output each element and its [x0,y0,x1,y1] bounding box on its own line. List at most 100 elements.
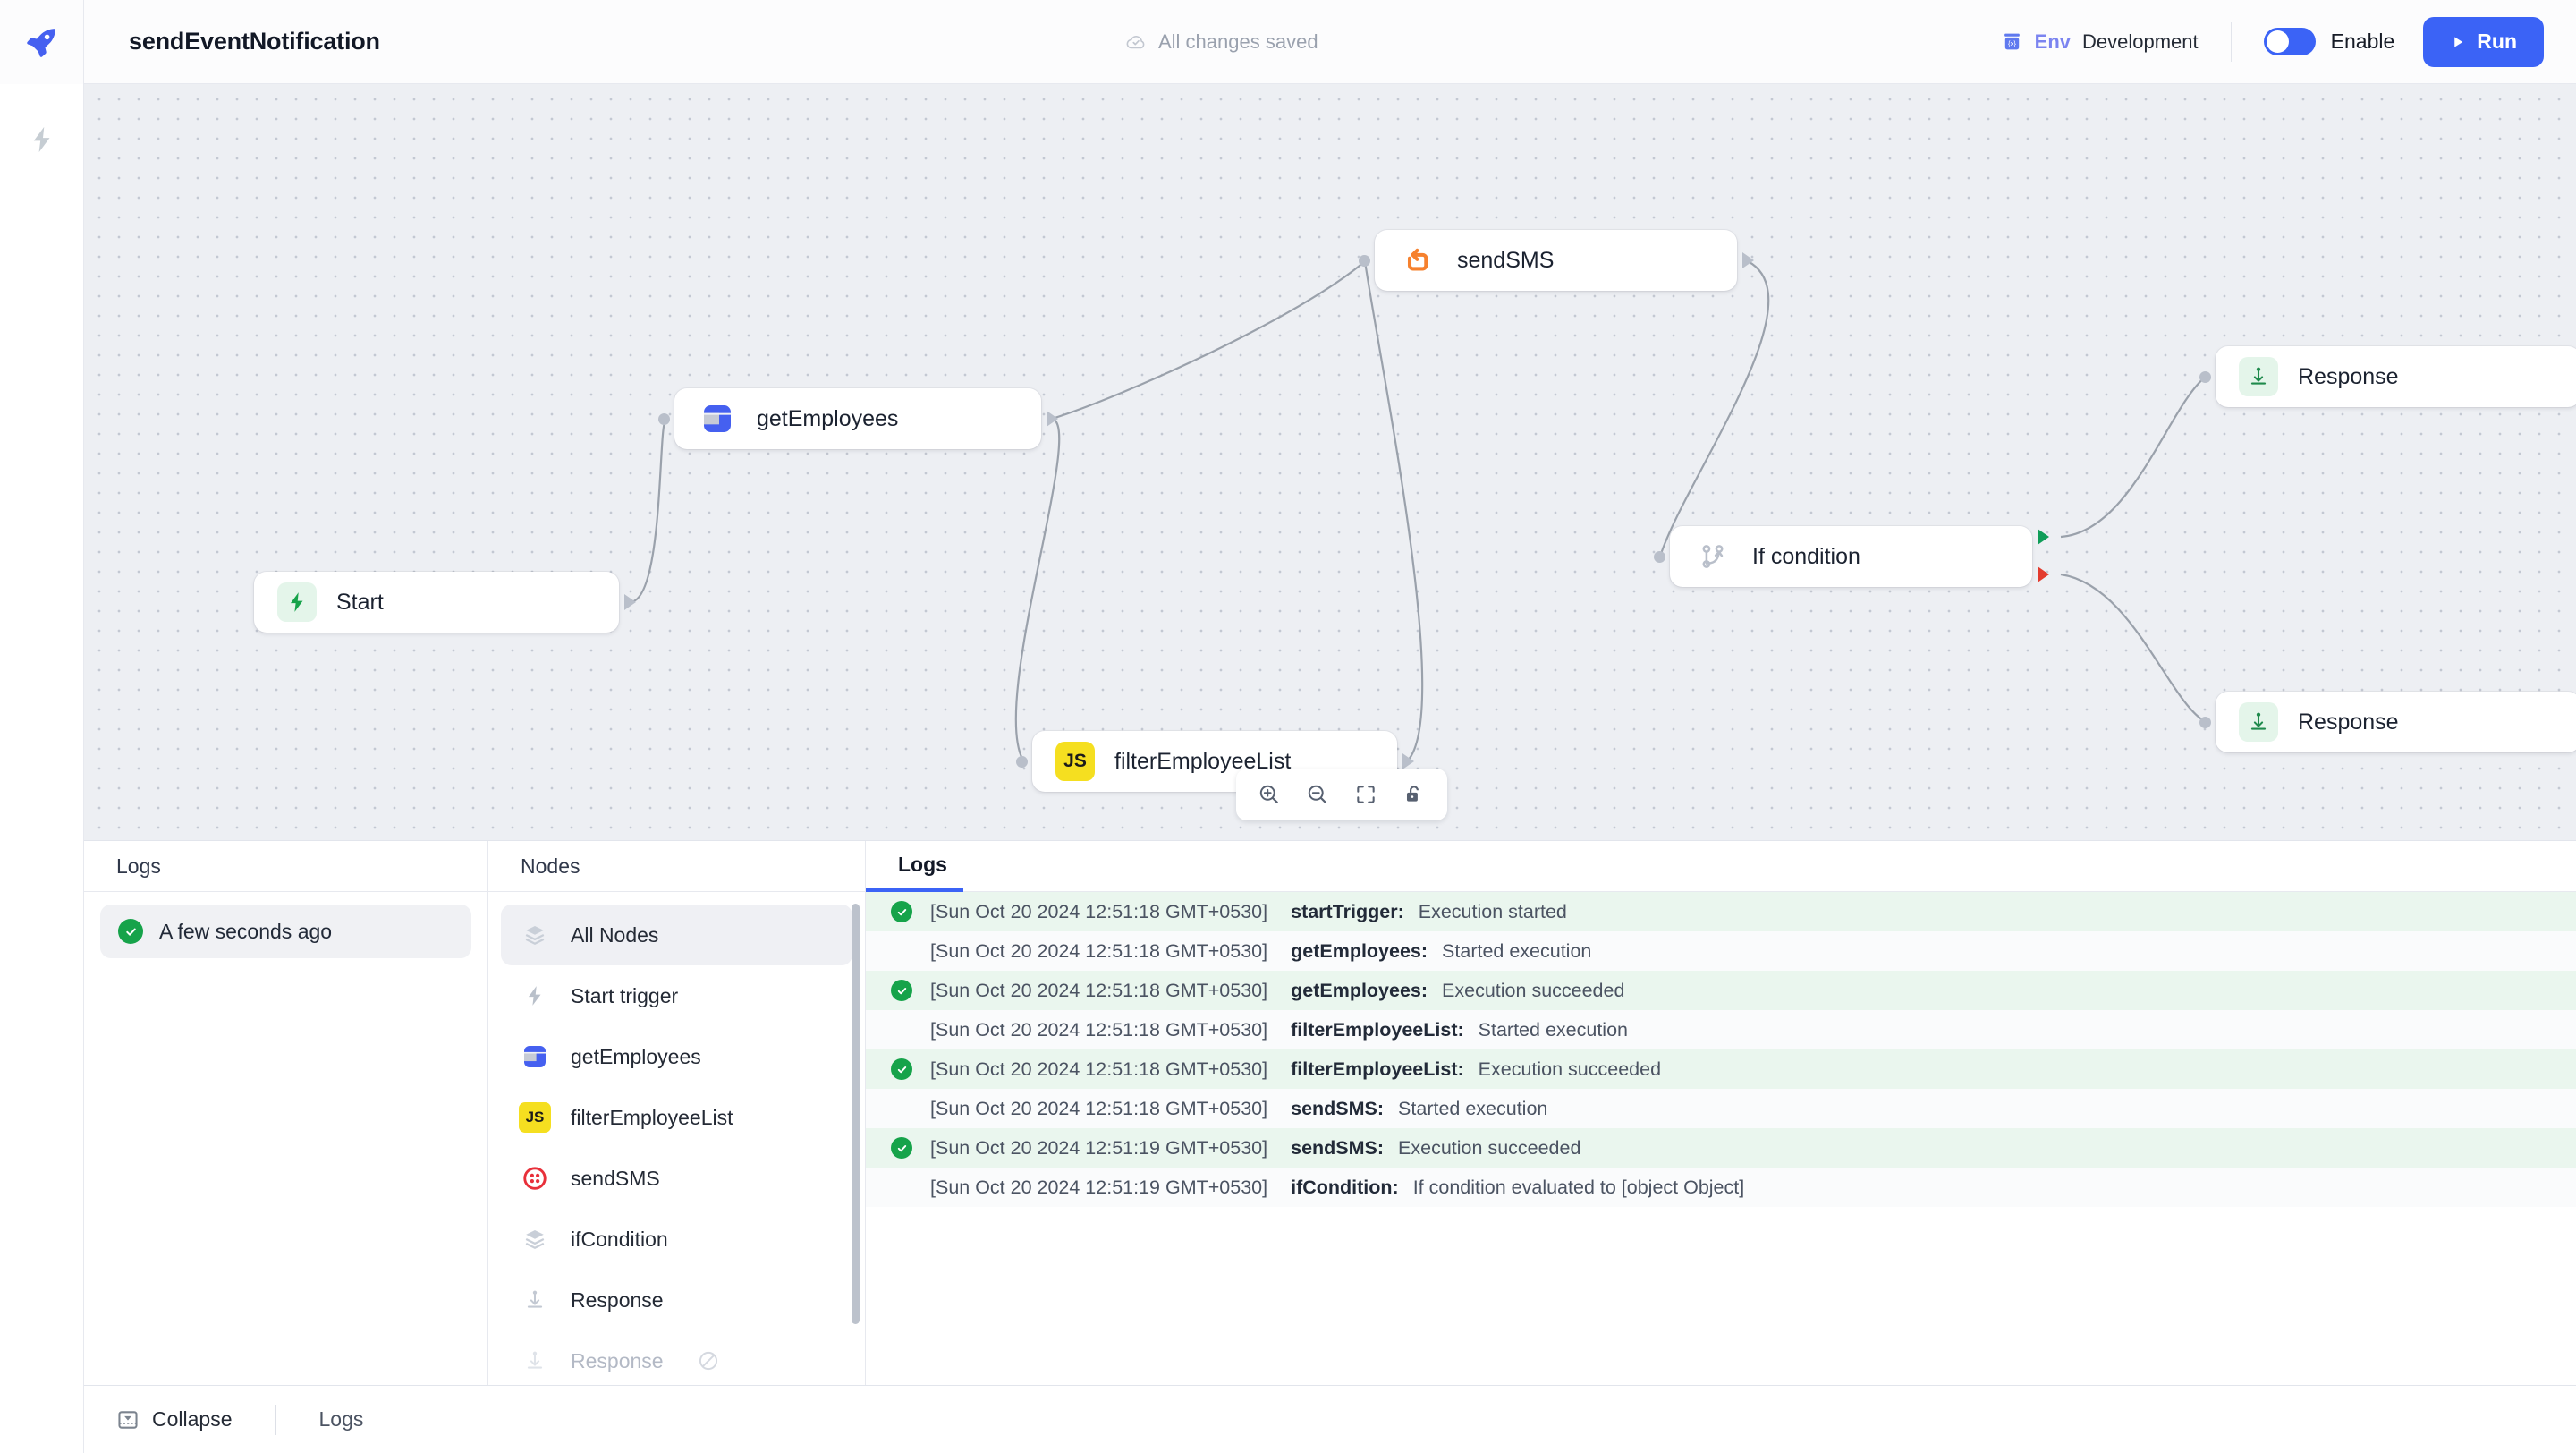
api-block-icon [698,399,737,438]
log-node-name: startTrigger: [1291,900,1404,922]
enable-toggle[interactable] [2263,28,2316,55]
tab-logs[interactable]: Logs [866,841,963,892]
node-list-item-getemployees[interactable]: getEmployees [501,1026,852,1087]
log-message: If condition evaluated to [object Object… [1412,1176,1745,1198]
save-status-text: All changes saved [1158,30,1318,53]
log-node-name: filterEmployeeList: [1291,1018,1464,1041]
save-status: All changes saved [1125,30,1318,54]
node-list-item-response-2[interactable]: Response [501,1330,852,1385]
log-message: Execution started [1418,900,1567,922]
collapse-button-label: Collapse [152,1407,233,1431]
fit-view-icon[interactable] [1345,774,1386,815]
port-out-getemployees[interactable] [1046,411,1058,427]
port-out-filteremployeelist[interactable] [1402,753,1414,769]
port-in-response-1[interactable] [2199,371,2211,383]
port-in-filteremployeelist[interactable] [1016,756,1028,768]
cloud-check-icon [1126,35,1145,48]
log-row[interactable]: [Sun Oct 20 2024 12:51:19 GMT+0530] send… [866,1128,2576,1168]
node-list-item-response-1[interactable]: Response [501,1270,852,1330]
nodes-scrollbar[interactable] [852,904,860,1324]
app-logo[interactable] [0,0,84,84]
enable-toggle-label: Enable [2330,30,2395,53]
log-run-item[interactable]: A few seconds ago [100,905,471,958]
rail-item-triggers[interactable] [19,116,65,163]
log-node-name: getEmployees: [1291,939,1428,962]
node-list-item-label: All Nodes [571,922,659,947]
left-rail [0,84,84,1453]
loop-arrow-icon [1398,241,1437,280]
node-list-item-label: Response [571,1348,664,1372]
collapse-panel-icon [118,1410,138,1429]
env-selector[interactable]: {x} Env Development [2001,30,2199,54]
log-timestamp: [Sun Oct 20 2024 12:51:18 GMT+0530] [930,979,1268,1001]
log-row[interactable]: [Sun Oct 20 2024 12:51:18 GMT+0530] send… [866,1089,2576,1128]
main-content: Start getEmployees [84,84,2576,1453]
header-divider [2230,21,2232,62]
logs-runs-body: A few seconds ago [84,892,487,1385]
success-check-icon [891,1137,930,1159]
log-run-label: A few seconds ago [159,919,333,943]
nodes-list: All Nodes Start trigger [488,892,865,1385]
zoom-out-icon[interactable] [1297,774,1338,815]
port-in-getemployees[interactable] [658,413,670,425]
header-actions: {x} Env Development Enable Run [2001,16,2544,67]
log-timestamp: [Sun Oct 20 2024 12:51:18 GMT+0530] [930,1058,1268,1080]
lightning-bolt-icon [519,980,551,1012]
node-label: Response [2298,709,2399,735]
body: Start getEmployees [0,84,2576,1453]
port-in-ifcondition[interactable] [1654,551,1665,563]
response-anchor-icon [2239,357,2278,396]
workflow-canvas[interactable]: Start getEmployees [84,84,2576,840]
canvas-zoom-controls [1236,769,1447,820]
enable-toggle-group[interactable]: Enable [2263,28,2395,55]
bottom-panel: Logs A few seconds ago Nodes [84,840,2576,1385]
node-list-item-ifcondition[interactable]: ifCondition [501,1209,852,1270]
port-out-ifcondition-true[interactable] [2038,529,2049,545]
node-list-item-sendsms[interactable]: sendSMS [501,1148,852,1209]
log-row[interactable]: [Sun Oct 20 2024 12:51:18 GMT+0530] filt… [866,1049,2576,1089]
node-list-item-all-nodes[interactable]: All Nodes [501,905,852,965]
log-message: Started execution [1398,1097,1548,1119]
log-row[interactable]: [Sun Oct 20 2024 12:51:18 GMT+0530] getE… [866,971,2576,1010]
node-list-item-start-trigger[interactable]: Start trigger [501,965,852,1026]
log-node-name: sendSMS: [1291,1136,1385,1159]
node-list-item-label: filterEmployeeList [571,1105,733,1129]
nodes-panel-title: Nodes [488,841,865,892]
response-anchor-icon [2239,702,2278,742]
footer-logs-link[interactable]: Logs [318,1407,364,1431]
port-in-sendsms[interactable] [1359,255,1370,267]
unlock-icon[interactable] [1394,774,1435,815]
port-out-start[interactable] [624,594,636,610]
run-button[interactable]: Run [2423,16,2544,67]
node-list-item-label: getEmployees [571,1044,701,1068]
lightning-bolt-icon [33,126,49,153]
collapse-button[interactable]: Collapse [116,1407,233,1432]
zoom-in-icon[interactable] [1249,774,1290,815]
node-label: If condition [1752,543,1860,569]
canvas-node-response-2[interactable]: Response [2216,692,2576,752]
log-row[interactable]: [Sun Oct 20 2024 12:51:19 GMT+0530] ifCo… [866,1168,2576,1207]
log-row[interactable]: [Sun Oct 20 2024 12:51:18 GMT+0530] filt… [866,1010,2576,1049]
port-out-sendsms[interactable] [1742,252,1754,268]
layers-icon [519,919,551,951]
log-row[interactable]: [Sun Oct 20 2024 12:51:18 GMT+0530] star… [866,892,2576,931]
toggle-knob [2266,30,2289,53]
port-out-ifcondition-false[interactable] [2038,566,2049,582]
canvas-node-ifcondition[interactable]: If condition [1670,526,2032,587]
node-label: getEmployees [757,405,899,431]
twilio-icon [519,1162,551,1194]
node-label: Response [2298,363,2399,389]
canvas-node-sendsms[interactable]: sendSMS [1375,230,1737,291]
log-row[interactable]: [Sun Oct 20 2024 12:51:18 GMT+0530] getE… [866,931,2576,971]
log-message: Execution succeeded [1478,1058,1662,1080]
port-in-response-2[interactable] [2199,717,2211,728]
node-label: Start [336,589,384,615]
canvas-node-response-1[interactable]: Response [2216,346,2576,407]
node-list-item-filteremployeelist[interactable]: JS filterEmployeeList [501,1087,852,1148]
node-list-item-label: Response [571,1287,664,1312]
response-anchor-icon [519,1284,551,1316]
canvas-node-start[interactable]: Start [254,572,619,633]
run-button-label: Run [2477,30,2517,53]
canvas-node-getemployees[interactable]: getEmployees [674,388,1041,449]
